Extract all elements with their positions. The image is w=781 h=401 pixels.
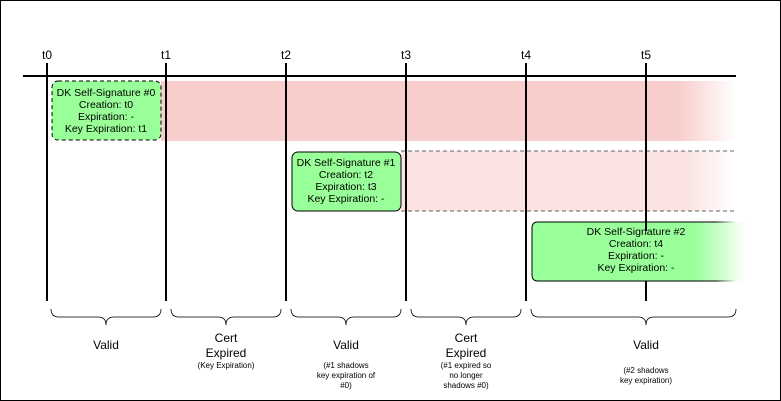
- interval-2-note-line-2: key expiration of: [317, 371, 376, 380]
- tick-labels: t0 t1 t2 t3 t4 t5: [42, 48, 651, 62]
- signature-0-title: DK Self-Signature #0: [57, 87, 156, 99]
- interval-1-label-line-1: Cert: [215, 331, 238, 345]
- signature-0-band: [161, 81, 736, 141]
- signature-box-2-outline: [531, 221, 736, 282]
- interval-2-note-line-1: (#1 shadows: [323, 361, 368, 370]
- signature-1-title: DK Self-Signature #1: [297, 157, 396, 169]
- interval-4-note-line-2: key expiration): [620, 376, 672, 385]
- interval-3-note-line-1: (#1 expired so: [441, 361, 492, 370]
- interval-3-label-line-1: Cert: [455, 331, 478, 345]
- interval-0-label: Valid: [93, 338, 119, 352]
- signature-1-line-expiration: Expiration: t3: [315, 181, 376, 193]
- interval-4-brace: [530, 308, 737, 326]
- signature-box-2: DK Self-Signature #2 Creation: t4 Expira…: [531, 221, 747, 282]
- signature-2-line-key-expiration: Key Expiration: -: [597, 262, 675, 274]
- signature-box-1: DK Self-Signature #1 Creation: t2 Expira…: [291, 151, 402, 212]
- interval-labels: Valid Cert Expired (Key Expiration) Vali…: [93, 331, 672, 390]
- interval-2-note-line-3: #0): [340, 381, 352, 390]
- validity-bands: [161, 80, 736, 212]
- interval-1-label-line-2: Expired: [206, 346, 247, 360]
- tick-label-t2: t2: [281, 48, 291, 62]
- signature-0-line-creation: Creation: t0: [79, 99, 133, 111]
- signature-box-0: DK Self-Signature #0 Creation: t0 Expira…: [51, 80, 162, 141]
- interval-3-brace: [410, 308, 522, 326]
- tick-label-t4: t4: [521, 48, 531, 62]
- tick-label-t5: t5: [641, 48, 651, 62]
- interval-3-note-line-2: no longer: [449, 371, 483, 380]
- signature-2-title: DK Self-Signature #2: [587, 226, 686, 238]
- signature-0-line-key-expiration: Key Expiration: t1: [65, 123, 147, 135]
- signature-0-line-expiration: Expiration: -: [78, 111, 135, 123]
- interval-3-label-line-2: Expired: [446, 346, 487, 360]
- interval-braces: [50, 308, 737, 326]
- tick-label-t3: t3: [401, 48, 411, 62]
- interval-1-brace: [170, 308, 282, 326]
- signature-2-line-expiration: Expiration: -: [608, 250, 665, 262]
- signature-1-line-key-expiration: Key Expiration: -: [307, 193, 385, 205]
- signature-box-0-frame: [51, 80, 162, 141]
- interval-2-brace: [290, 308, 402, 326]
- signature-box-1-frame: [291, 151, 402, 212]
- signature-box-2-frame: [532, 222, 747, 281]
- interval-4-label: Valid: [633, 338, 659, 352]
- signature-2-line-creation: Creation: t4: [609, 238, 663, 250]
- interval-2-label: Valid: [333, 338, 359, 352]
- interval-3-note-line-3: shadows #0): [443, 381, 489, 390]
- interval-0-brace: [50, 308, 162, 326]
- interval-1-note-line-1: (Key Expiration): [198, 361, 255, 370]
- tick-label-t1: t1: [161, 48, 171, 62]
- tick-label-t0: t0: [42, 48, 52, 62]
- signature-1-line-creation: Creation: t2: [319, 169, 373, 181]
- interval-4-note-line-1: (#2 shadows: [623, 366, 668, 375]
- signature-1-band: [401, 151, 736, 211]
